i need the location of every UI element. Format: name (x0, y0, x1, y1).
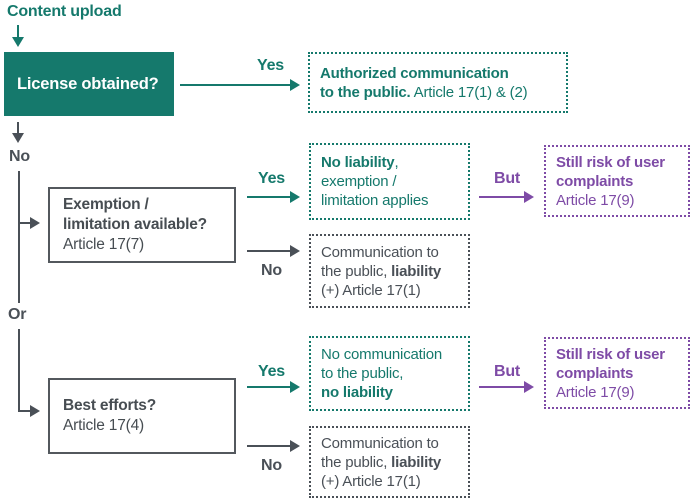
exemption-yes-arrowhead-icon (290, 191, 300, 203)
exemption-limitation-box: Exemption / limitation available? Articl… (48, 187, 236, 263)
communication-top-line3: (+) Article 17(1) (321, 281, 421, 299)
communication-bottom-line2-bold: liability (391, 453, 442, 471)
no-liability-comma: , (394, 154, 399, 171)
best-efforts-branch-line (19, 410, 31, 412)
license-no-arrow-line (17, 122, 19, 135)
exemption-but-arrow-line (479, 196, 525, 198)
no-communication-line1: No communication (321, 346, 443, 363)
still-risk-bottom-line2: complaints (556, 364, 634, 382)
but-label-exemption: But (494, 170, 521, 187)
exemption-but-arrowhead-icon (524, 191, 534, 203)
communication-top-line2-pre: the public, (321, 262, 392, 280)
trunk-line-lower (18, 329, 20, 412)
exemption-branch-line (19, 222, 31, 224)
exemption-article: Article 17(7) (63, 236, 144, 253)
yes-label-exemption: Yes (258, 170, 285, 187)
best-efforts-box: Best efforts? Article 17(4) (48, 378, 236, 454)
best-efforts-no-arrowhead-icon (290, 440, 300, 452)
best-efforts-yes-arrow-line (247, 386, 291, 388)
still-risk-top-article: Article 17(9) (556, 191, 635, 209)
communication-bottom-line1: Communication to (321, 434, 439, 452)
communication-top-line2-bold: liability (391, 262, 442, 280)
still-risk-top-line2: complaints (556, 172, 634, 190)
no-communication-line3: no liability (321, 384, 393, 401)
no-liability-line2: exemption / (321, 173, 397, 190)
trunk-line-upper (18, 171, 20, 303)
content-upload-label: Content upload (7, 3, 122, 20)
exemption-question-line1: Exemption / (63, 196, 149, 213)
communication-bottom-line3: (+) Article 17(1) (321, 472, 421, 490)
license-obtained-label: License obtained? (17, 74, 159, 93)
best-efforts-yes-arrowhead-icon (290, 381, 300, 393)
communication-top-line1: Communication to (321, 243, 439, 261)
exemption-question-line2: limitation available? (63, 216, 207, 233)
exemption-no-arrow-line (247, 250, 291, 252)
best-efforts-but-arrowhead-icon (524, 381, 534, 393)
no-liability-bold: No liability (321, 154, 395, 171)
exemption-yes-arrow-line (247, 196, 291, 198)
exemption-no-arrowhead-icon (290, 245, 300, 257)
best-efforts-branch-arrowhead-icon (30, 405, 40, 417)
best-efforts-question: Best efforts? (63, 397, 156, 414)
authorized-line2-article: Article 17(1) & (2) (413, 83, 528, 101)
no-communication-line2: to the public, (321, 365, 404, 382)
start-arrow-line (17, 25, 19, 39)
best-efforts-no-arrow-line (247, 445, 291, 447)
authorized-communication-box: Authorized communication to the public. … (308, 52, 568, 113)
or-label: Or (8, 306, 27, 323)
license-no-arrowhead-down-icon (12, 133, 24, 143)
still-risk-top-line1: Still risk of user (556, 153, 665, 171)
start-arrowhead-down-icon (12, 37, 24, 47)
authorized-line1: Authorized communication (320, 64, 509, 82)
communication-bottom-line2-pre: the public, (321, 453, 392, 471)
yes-label-license: Yes (257, 57, 284, 74)
best-efforts-but-arrow-line (479, 386, 525, 388)
exemption-branch-arrowhead-icon (30, 217, 40, 229)
still-risk-box-bottom: Still risk of user complaints Article 17… (544, 337, 690, 409)
no-liability-box: No liability, exemption / limitation app… (309, 143, 470, 220)
no-liability-line3: limitation applies (321, 192, 429, 209)
no-label-best-efforts: No (261, 457, 282, 474)
communication-liability-box-top: Communication to the public, liability (… (309, 234, 470, 308)
no-label-license: No (9, 148, 30, 165)
still-risk-bottom-line1: Still risk of user (556, 345, 665, 363)
license-yes-arrowhead-icon (290, 79, 300, 91)
still-risk-bottom-article: Article 17(9) (556, 383, 635, 401)
but-label-best-efforts: But (494, 363, 521, 380)
license-obtained-box: License obtained? (4, 52, 174, 116)
authorized-line2-bold: to the public. (320, 83, 411, 101)
no-communication-box: No communication to the public, no liabi… (309, 336, 470, 411)
license-yes-arrow-line (180, 84, 291, 86)
best-efforts-article: Article 17(4) (63, 417, 144, 434)
still-risk-box-top: Still risk of user complaints Article 17… (544, 145, 690, 217)
no-label-exemption: No (261, 262, 282, 279)
communication-liability-box-bottom: Communication to the public, liability (… (309, 426, 470, 498)
yes-label-best-efforts: Yes (258, 363, 285, 380)
